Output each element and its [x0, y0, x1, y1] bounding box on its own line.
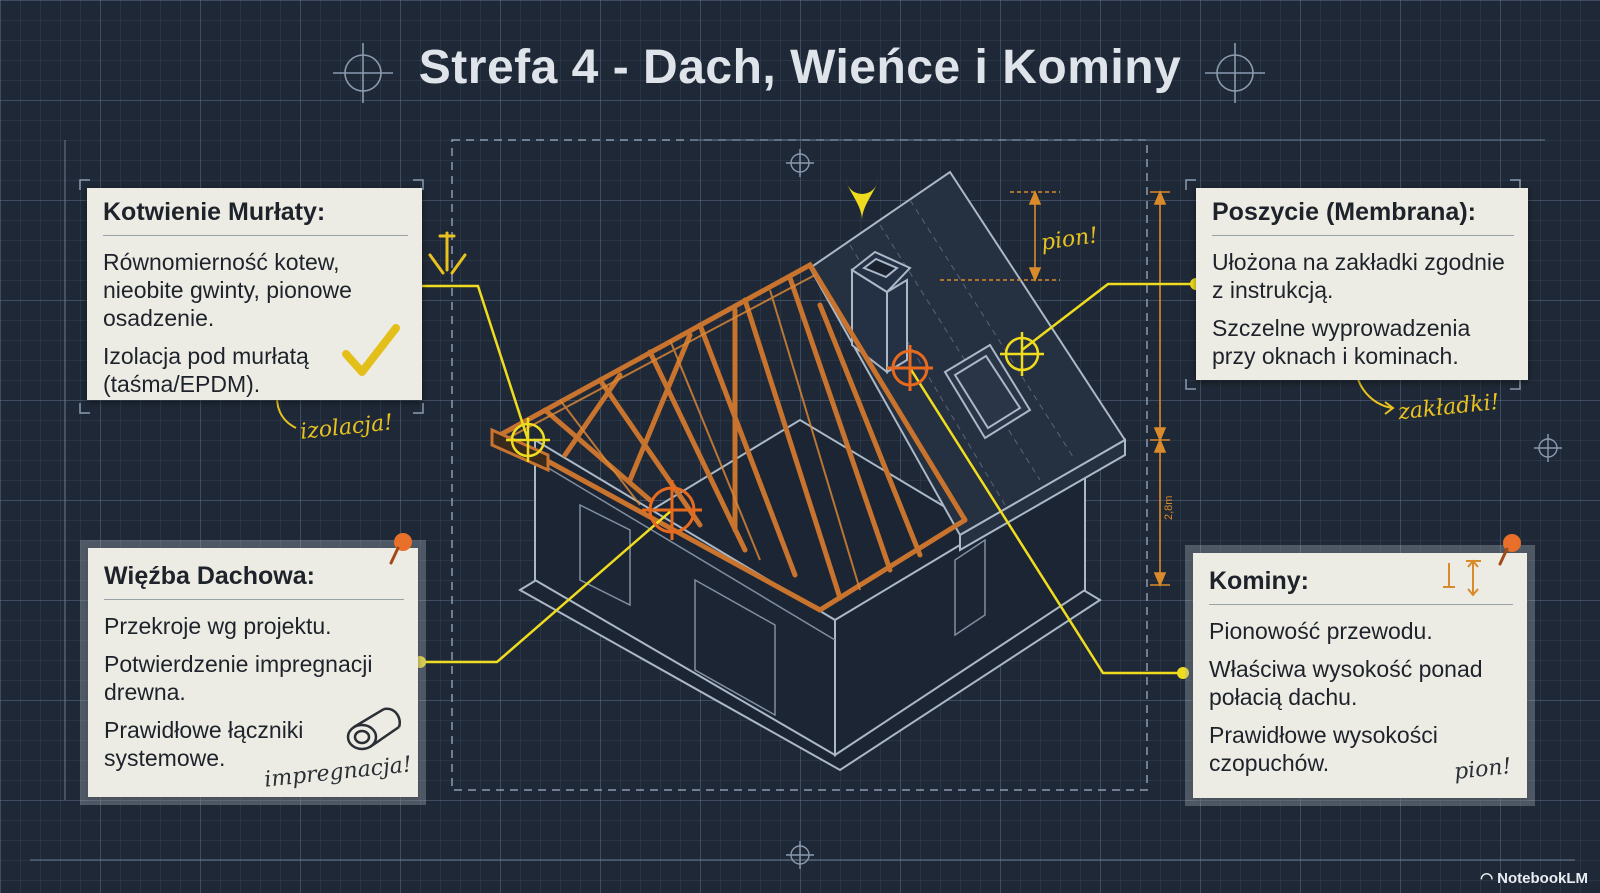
- card-text: Przekroje wg projektu.: [104, 613, 332, 639]
- crosshair-icon: [786, 149, 814, 177]
- card-text: Szczelne wyprowadzenia przy oknach i kom…: [1212, 315, 1471, 369]
- notebooklm-icon: ◠: [1480, 870, 1494, 887]
- roof-truss: [497, 261, 968, 613]
- anchor-bolt-icon: [428, 231, 467, 275]
- card-text: Potwierdzenie impregnacji drewna.: [104, 651, 373, 705]
- target-marker: [642, 480, 702, 540]
- card-heading: Kominy:: [1209, 567, 1513, 605]
- card-wiezba: Więźba Dachowa: Przekroje wg projektu. P…: [80, 533, 426, 805]
- card-heading: Więźba Dachowa:: [104, 562, 404, 600]
- plumb-arrow-icon: [1443, 559, 1481, 597]
- wood-log-icon: [346, 707, 401, 751]
- target-marker: [887, 345, 933, 391]
- target-marker: [1000, 332, 1044, 376]
- card-text: Równomierność kotew, nieobite gwinty, pi…: [103, 249, 352, 331]
- pushpin-icon: [389, 533, 412, 565]
- roof-window: [943, 343, 1032, 440]
- pushpin-icon: [1498, 534, 1521, 566]
- pion-note: pion!: [1039, 223, 1099, 256]
- card-text: Właściwa wysokość ponad połacią dachu.: [1209, 656, 1483, 710]
- crosshair-icon: [786, 841, 814, 869]
- card-heading: Kotwienie Murłaty:: [103, 198, 408, 236]
- crosshair-icon: [1534, 434, 1562, 462]
- card-poszycie: Poszycie (Membrana): Ułożona na zakładki…: [1196, 188, 1528, 380]
- house-walls: [518, 418, 1102, 772]
- card-murlata: Kotwienie Murłaty: Równomierność kotew, …: [87, 188, 422, 400]
- card-text: Prawidłowe wysokości czopuchów.: [1209, 722, 1438, 776]
- brand-label: NotebookLM: [1497, 870, 1588, 887]
- target-marker: [506, 418, 550, 462]
- card-kominy: Kominy: Pionowość przewodu. Właściwa wys…: [1185, 534, 1535, 806]
- card-text: Prawidłowe łączniki systemowe.: [104, 717, 304, 771]
- note-pion: pion!: [1452, 754, 1513, 785]
- page-title: Strefa 4 - Dach, Wieńce i Kominy: [418, 41, 1182, 94]
- card-text: Ułożona na zakładki zgodnie z instrukcją…: [1212, 249, 1505, 303]
- card-text: Pionowość przewodu.: [1209, 618, 1433, 644]
- crosshair-icon: [1205, 43, 1265, 103]
- card-heading: Poszycie (Membrana):: [1212, 198, 1514, 236]
- height-dimension: [940, 189, 1170, 588]
- card-text: Izolacja pod murłatą (taśma/EPDM).: [103, 343, 309, 397]
- leader-lines: [405, 282, 1196, 675]
- crosshair-icon: [333, 43, 393, 103]
- brand-logo: ◠NotebookLM: [1480, 869, 1588, 887]
- checkmark-icon: [342, 324, 400, 376]
- dimension-label: 2,8m: [1163, 496, 1175, 520]
- location-pin-icon: [846, 178, 878, 220]
